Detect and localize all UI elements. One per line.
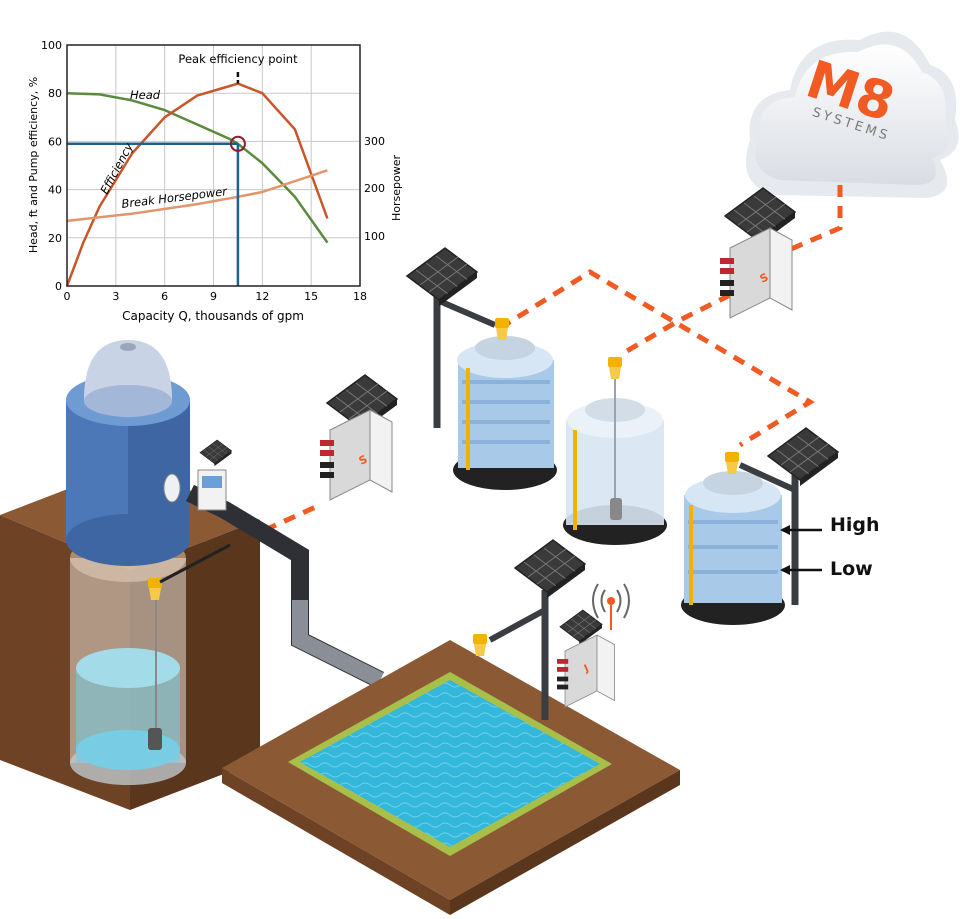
x-axis-label: Capacity Q, thousands of gpm [122,309,304,323]
submersible-pump [148,728,162,750]
plot-frame [66,44,361,287]
wireless-links [263,185,843,533]
x-tick-label-3: 9 [210,290,217,303]
link-wellhead [263,502,322,533]
y-right-tick-label-0: 100 [364,230,385,243]
tank-left [406,247,557,490]
y-left-tick-label-5: 100 [41,39,62,52]
x-tick-label-6: 18 [353,290,367,303]
x-tick-labels: 0 3 6 9 12 15 18 [64,290,368,303]
y-axis-left-label: Head, ft and Pump efficiency, % [27,77,40,253]
series-line-2 [66,169,328,223]
tank-right: High Low [681,427,880,625]
y-axis-right-label: Horsepower [390,155,403,221]
controller-well: S [319,374,398,501]
controller-pond: J [556,583,630,708]
link-cloud-gateway [769,185,843,261]
x-tick-label-1: 3 [112,290,119,303]
level-low-label: Low [830,558,873,580]
x-tick-label-2: 6 [161,290,168,303]
y-left-tick-label-0: 0 [55,280,62,293]
pump-curve-chart: 0 3 6 9 12 15 18 0 20 40 60 80 100 100 200 300 Capaci… [27,39,403,323]
x-tick-label-4: 12 [255,290,269,303]
peak-annotation: Peak efficiency point [178,52,298,66]
y-left-tick-label-1: 20 [48,232,62,245]
y-left-tick-label-4: 80 [48,87,62,100]
chart-curves [65,72,329,287]
m8-cloud: M8 SYSTEMS [745,31,959,198]
controller-gateway: S [719,187,796,319]
pond [222,539,680,915]
x-tick-label-0: 0 [64,290,71,303]
controller-pond-letter: J [582,663,591,675]
y-right-tick-label-1: 200 [364,182,385,195]
y-left-tick-label-2: 40 [48,184,62,197]
link-tanks [498,269,815,448]
y-left-tick-labels: 0 20 40 60 80 100 [41,39,62,293]
series-line-0 [66,91,329,244]
y-right-tick-labels: 100 200 300 [364,135,385,243]
x-tick-label-5: 15 [304,290,318,303]
series-label-head: Head [130,88,161,102]
tank-center [563,357,667,545]
level-high-label: High [830,514,880,536]
well-station [0,340,385,810]
y-right-tick-label-2: 300 [364,135,385,148]
y-left-tick-label-3: 60 [48,135,62,148]
link-gateway-center [618,292,732,358]
wireless-signal-icon [592,583,630,619]
peak-circle [229,135,246,152]
